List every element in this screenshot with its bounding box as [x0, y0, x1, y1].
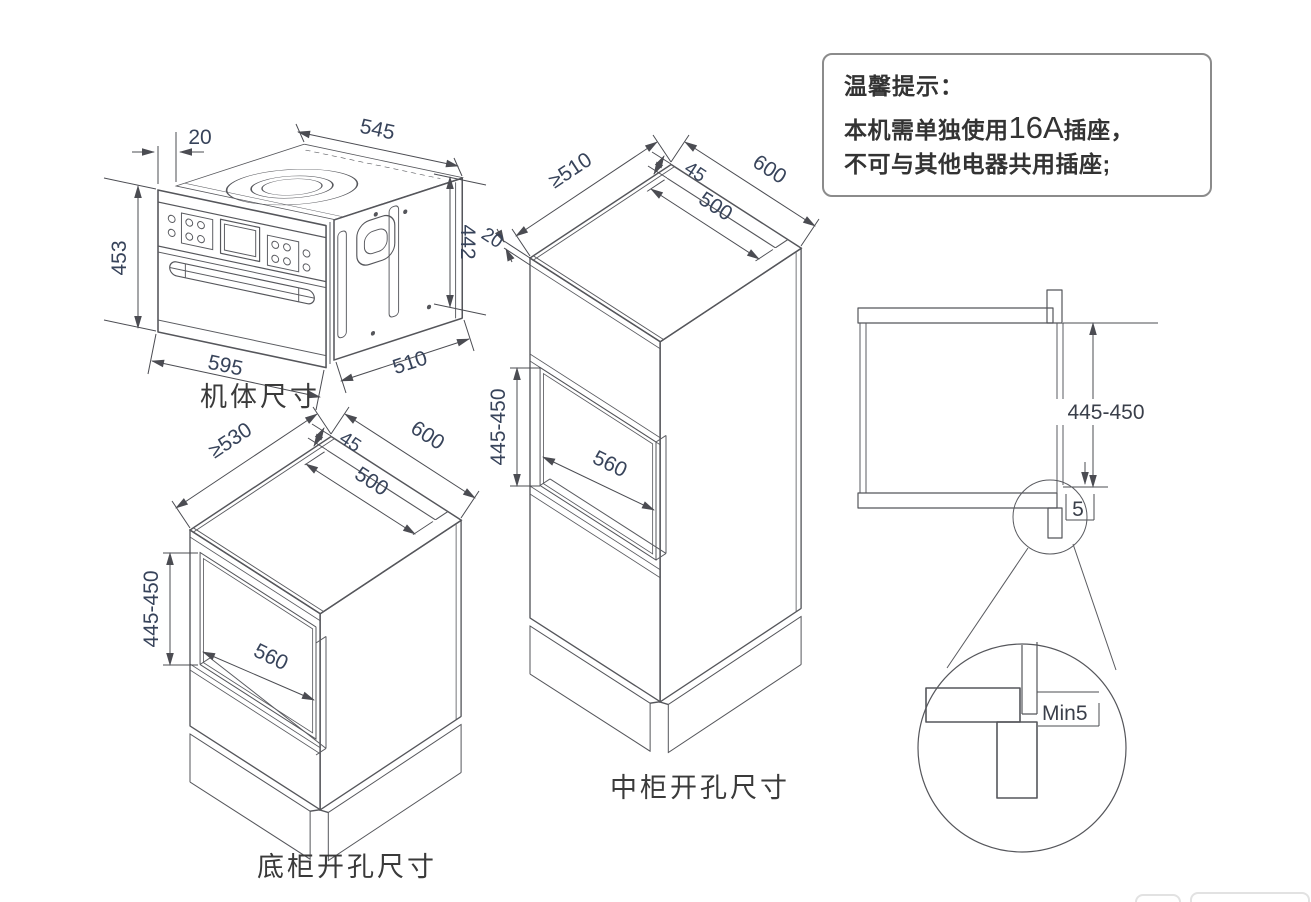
base-cabinet-label: 底柜开孔尺寸 — [257, 852, 437, 882]
dim-base-vent-offset: 45 — [335, 428, 364, 457]
detail-magnified-content: Min5 — [925, 642, 1100, 799]
dim-oven-front-width: 595 — [206, 351, 245, 381]
note-line1-prefix: 本机需单独使用 — [844, 117, 1009, 143]
note-line-2: 不可与其他电器共用插座; — [844, 151, 1111, 177]
tall-cabinet-opening — [539, 366, 657, 561]
dim-base-opening-height: 445-450 — [140, 570, 163, 647]
dim-tall-opening-width: 560 — [589, 446, 631, 482]
dim-tall-vent-offset: 45 — [680, 158, 709, 187]
detail-bottom-panel — [925, 687, 1021, 723]
oven-side-vent-slot — [337, 230, 347, 339]
dim-base-vent-width: 500 — [351, 462, 393, 500]
dim-oven-front-lip: 20 — [188, 126, 211, 149]
oven-side-handle-cutout — [356, 214, 396, 266]
dim-tall-vent-width: 500 — [695, 187, 737, 225]
oven-isometric-drawing: 20 545 453 442 595 510 机体尺寸 — [103, 115, 487, 412]
note-line-1: 本机需单独使用16A插座， — [844, 111, 1196, 147]
dim-oven-side-height: 442 — [456, 224, 479, 259]
oven-control-panel — [167, 212, 311, 273]
tall-cabinet-front-face — [529, 257, 661, 752]
oven-door-handle — [169, 261, 315, 305]
oven-display — [219, 218, 261, 263]
base-cabinet-front-face — [189, 529, 321, 860]
note-box: 温馨提示： 本机需单独使用16A插座， 不可与其他电器共用插座; — [822, 53, 1212, 197]
tall-cabinet-side-face — [659, 247, 802, 754]
tall-cabinet-dimensions: ≥510 600 45 500 20 445-450 560 — [477, 134, 820, 511]
dim-base-top-width: 600 — [407, 416, 449, 454]
note-title: 温馨提示： — [844, 73, 964, 99]
base-cabinet-toe-kick — [189, 733, 311, 860]
dim-tall-top-width: 600 — [749, 150, 791, 188]
detail-magnified-circle — [917, 643, 1127, 853]
oven-side-vent-slot — [388, 205, 400, 318]
detail-front-panel — [996, 721, 1038, 799]
section-front-panel-top — [1046, 289, 1063, 324]
section-bottom-panel — [857, 492, 1058, 509]
oven-side-face — [333, 177, 464, 361]
dim-section-opening-height: 445-450 — [1067, 401, 1144, 424]
dim-detail-min-gap: Min5 — [1042, 702, 1088, 725]
partial-button-right[interactable] — [1190, 892, 1310, 902]
section-view: 445-450 5 Min5 — [857, 289, 1158, 853]
dim-base-opening-width: 560 — [250, 639, 292, 675]
partial-button-left[interactable] — [1135, 894, 1181, 902]
detail-callout-circle — [1012, 479, 1088, 555]
oven-front-face — [157, 189, 327, 369]
tall-cabinet-drawing: ≥510 600 45 500 20 445-450 560 中柜开孔尺 — [477, 134, 820, 803]
dim-tall-front-lip: 20 — [477, 224, 506, 253]
note-line1-suffix: 插座， — [1063, 117, 1135, 143]
section-back-wall — [859, 323, 867, 493]
oven-top-face — [174, 143, 464, 220]
base-cabinet-side-face — [319, 519, 462, 862]
oven-dimensions: 20 545 453 442 595 510 — [103, 115, 487, 411]
dim-oven-front-height: 453 — [108, 240, 131, 275]
detail-oven-door-edge — [1021, 642, 1038, 715]
oven-drawing-label: 机体尺寸 — [200, 382, 320, 412]
note-socket-rating: 16A — [1008, 110, 1064, 145]
tall-cabinet-label: 中柜开孔尺寸 — [610, 773, 790, 803]
dim-tall-min-depth: ≥510 — [545, 148, 597, 193]
dim-base-min-depth: ≥530 — [205, 418, 257, 463]
oven-top-vents — [304, 149, 441, 179]
dim-oven-side-depth: 510 — [390, 346, 430, 379]
base-cabinet-opening — [199, 551, 317, 740]
section-top-panel — [857, 307, 1054, 324]
detail-leader-lines — [946, 543, 1117, 671]
dim-tall-opening-height: 445-450 — [487, 388, 510, 465]
oven-turntable-rings — [225, 168, 359, 206]
tall-cabinet-toe-kick — [529, 625, 651, 752]
section-front-panel-bottom — [1047, 507, 1063, 539]
dim-oven-top-width: 545 — [358, 115, 397, 145]
dim-section-gap: 5 — [1072, 498, 1084, 521]
base-cabinet-drawing: ≥530 600 45 500 445-450 560 底柜开孔尺寸 — [140, 406, 480, 882]
